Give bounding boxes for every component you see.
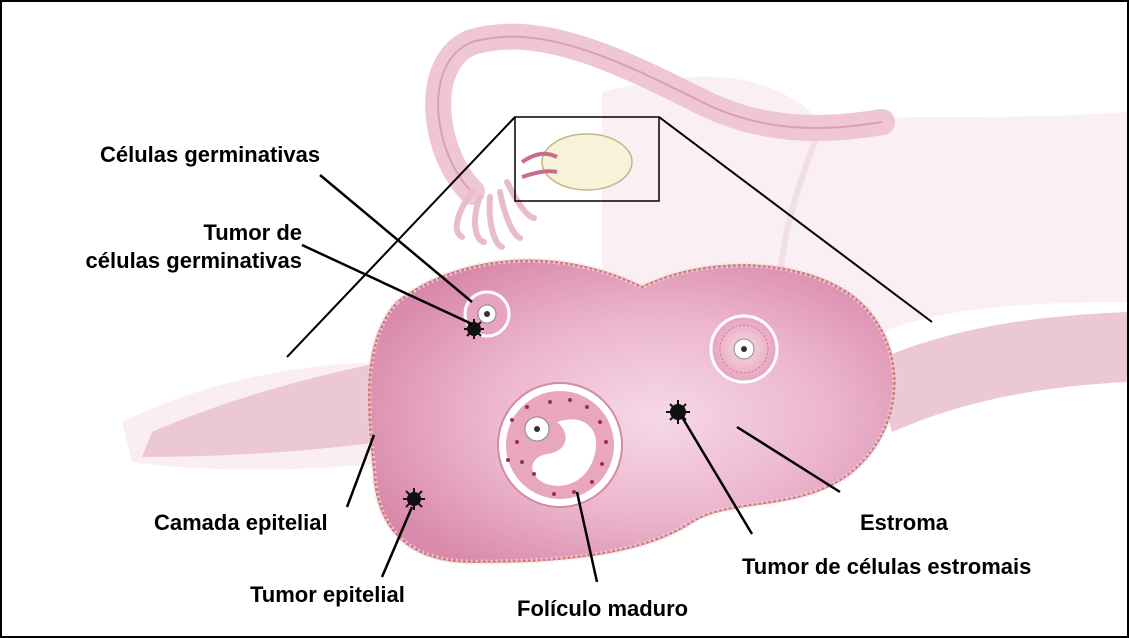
label-mature-follicle: Folículo maduro — [517, 596, 688, 622]
label-germ-cell-tumor-line2: células germinativas — [50, 248, 302, 274]
label-germ-cells: Células germinativas — [100, 142, 320, 168]
label-germ-cell-tumor-line1: Tumor de — [180, 220, 302, 246]
mature-follicle — [498, 383, 622, 507]
label-epithelial-tumor: Tumor epitelial — [250, 582, 405, 608]
label-stromal-cell-tumor: Tumor de células estromais — [742, 554, 1031, 580]
ovarian-ligament-right — [872, 312, 1127, 432]
ovary — [369, 260, 895, 562]
label-stroma: Estroma — [860, 510, 948, 536]
leader-germ-cells — [320, 175, 472, 302]
label-epithelial-layer: Camada epitelial — [154, 510, 328, 536]
epithelial-tumor-mark — [403, 488, 425, 510]
developing-follicle — [711, 316, 777, 382]
